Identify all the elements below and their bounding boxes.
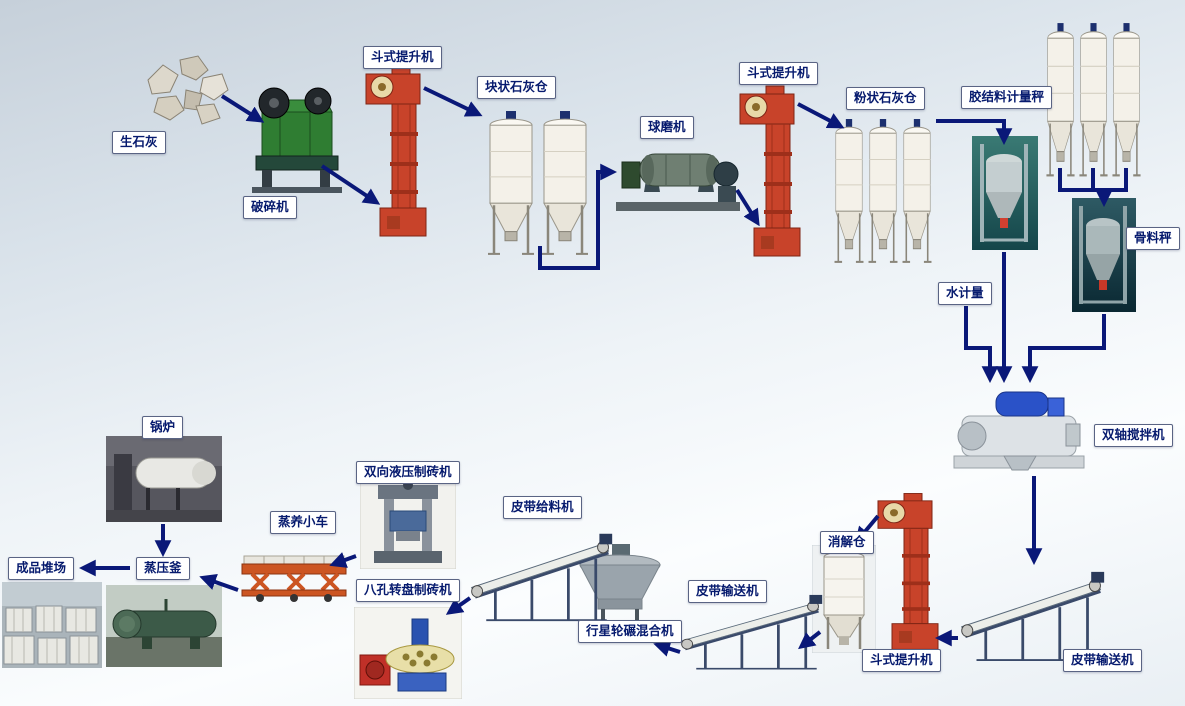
arrow-feeder-to-brick-machines [445,596,472,615]
boiler-photo [106,436,222,522]
label-aggregate-scale: 骨料秤 [1126,227,1180,250]
quicklime-stones-illustration [147,55,229,125]
label-bucket-elevator-1: 斗式提升机 [363,46,442,69]
arrow-ball-mill-to-elevator2 [735,188,760,227]
product-yard-photo [2,582,102,668]
arrow-brick-machine-to-trolley [329,552,357,568]
product-yard-illustration [2,582,102,668]
curing-trolley-image [240,548,348,602]
label-product-yard: 成品堆场 [8,557,75,580]
arrow-elevator1-to-lump-silo [423,86,483,117]
label-autoclave: 蒸压釜 [136,557,190,580]
ball-mill-illustration [616,153,740,211]
digestion-silo-image [811,544,877,654]
label-belt-conveyor-right: 皮带输送机 [1063,649,1142,672]
arrow-aggregate-scale-to-mixer [1021,314,1106,384]
autoclave-photo [106,585,222,667]
boiler-illustration [106,436,222,522]
label-double-shaft-mixer: 双轴搅拌机 [1094,424,1173,447]
label-water-meter: 水计量 [938,282,992,305]
crusher-illustration [252,87,342,193]
arrow-powder-silo-to-binder-scale [936,119,1013,146]
arrow-water-to-mixer [964,306,999,384]
label-digestion-silo: 消解仓 [820,531,874,554]
label-belt-feeder: 皮带给料机 [503,496,582,519]
label-planetary-mixer: 行星轮碾混合机 [578,620,682,643]
binder-scale-photo [972,136,1038,250]
label-hydraulic-brick-machine: 双向液压制砖机 [356,461,460,484]
label-curing-trolley: 蒸养小车 [270,511,337,534]
autoclave-illustration [106,585,222,667]
curing-trolley-illustration [241,555,347,602]
arrow-crusher-to-elevator1 [320,164,381,205]
planetary-mixer-illustration [579,544,661,629]
arrow-quicklime-to-crusher [220,94,265,123]
binder-scale-illustration [972,136,1038,250]
label-binder-scale: 胶结料计量秤 [961,86,1053,109]
label-ball-mill: 球磨机 [640,116,694,139]
label-belt-conveyor-mid: 皮带输送机 [688,580,767,603]
arrow-lump-silo-to-ball-mill [538,163,618,270]
arrow-trolley-to-autoclave [199,573,239,592]
label-bucket-elevator-2: 斗式提升机 [739,62,818,85]
label-crusher: 破碎机 [243,196,297,219]
double-shaft-mixer-image [948,382,1090,474]
arrow-digestion-silo-to-conveyor [798,630,822,650]
label-boiler: 锅炉 [142,416,184,439]
planetary-mixer-image [572,542,668,630]
label-lump-lime-silo: 块状石灰仓 [477,76,556,99]
label-quicklime: 生石灰 [112,131,166,154]
label-rotary-brick-machine: 八孔转盘制砖机 [356,579,460,602]
aggregate-scale-photo [1072,198,1136,312]
arrow-conveyor-to-planetary-mixer [653,640,681,657]
ball-mill-image [614,130,742,215]
label-powder-lime-silo: 粉状石灰仓 [846,87,925,110]
aggregate-scale-illustration [1072,198,1136,312]
digestion-silo-illustration [811,544,877,654]
label-bucket-elevator-3: 斗式提升机 [862,649,941,672]
arrow-elevator2-to-powder-silo [797,102,845,129]
crusher-image [250,80,345,195]
double-shaft-mixer-illustration [953,391,1085,471]
quicklime-stones-image [138,50,233,128]
